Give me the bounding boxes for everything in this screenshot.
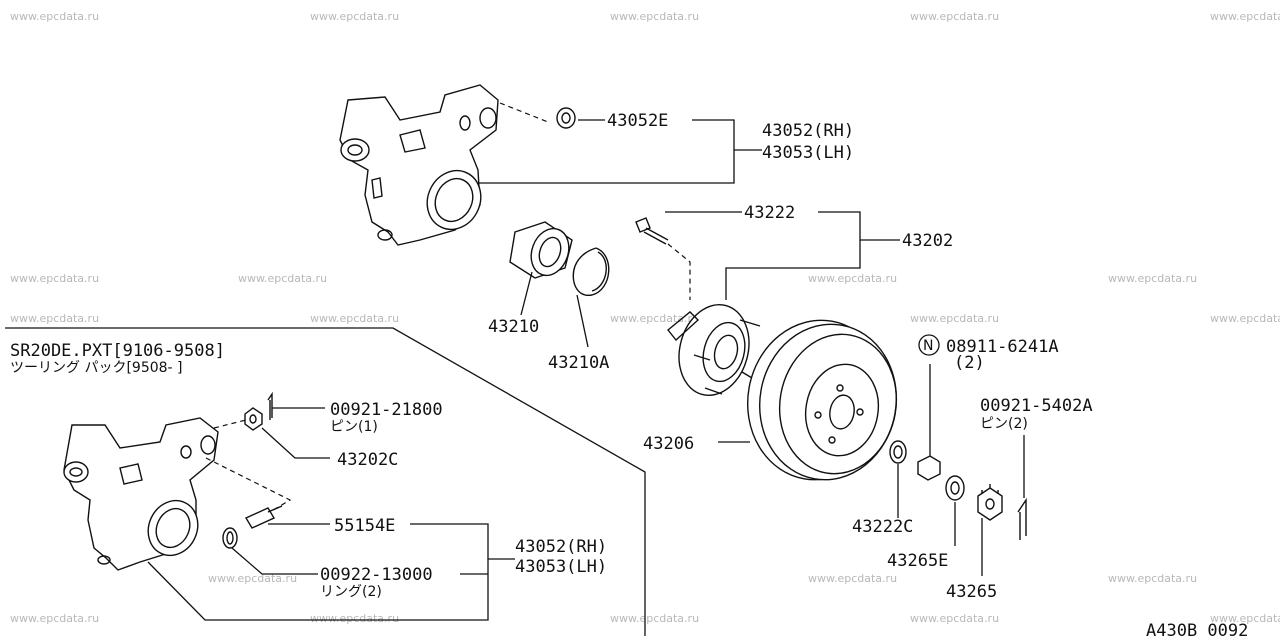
n-mark-circle [918, 334, 940, 356]
leader-line [692, 119, 762, 151]
hub-43202-drawing [667, 304, 761, 396]
leader-line [478, 150, 735, 184]
callout-group-top: 43052E 43052(RH) 43053(LH) [478, 111, 854, 184]
watermark-layer: www.epcdata.ru www.epcdata.ru www.epcdat… [10, 10, 1280, 625]
variant-frame-line [5, 327, 646, 636]
knuckle-top-drawing [339, 84, 499, 246]
part-number-43265[interactable]: 43265 [946, 582, 997, 602]
watermark: www.epcdata.ru [310, 312, 399, 325]
leader-line [147, 559, 489, 621]
ring-00922-13000-drawing [222, 527, 238, 549]
part-number-43052-rh[interactable]: 43052(RH) [762, 121, 854, 141]
variant-header-line2: ツーリング パック[9508- ] [10, 360, 183, 376]
castle-nut-43265-drawing [977, 484, 1003, 521]
watermark: www.epcdata.ru [310, 10, 399, 23]
part-number-43202C[interactable]: 43202C [337, 450, 398, 470]
bushing-43052E-drawing [556, 107, 576, 129]
leader-line [231, 547, 318, 575]
part-number-43053-lh[interactable]: 43053(LH) [762, 143, 854, 163]
part-quantity-08911: (2) [954, 353, 985, 373]
pin-00921-21800-drawing [267, 391, 273, 420]
diagram-code: A430B 0092 [1146, 621, 1248, 640]
watermark: www.epcdata.ru [610, 612, 699, 625]
watermark: www.epcdata.ru [208, 572, 297, 585]
part-number-43052E[interactable]: 43052E [607, 111, 668, 131]
part-name-ring-2: リング(2) [320, 584, 382, 600]
watermark: www.epcdata.ru [310, 612, 399, 625]
part-name-pin-2: ピン(2) [980, 416, 1028, 432]
part-number-43265E[interactable]: 43265E [887, 551, 948, 571]
watermark: www.epcdata.ru [1108, 572, 1197, 585]
leader-line [818, 211, 900, 241]
part-number-43053-lh-bottom[interactable]: 43053(LH) [515, 557, 607, 577]
watermark: www.epcdata.ru [10, 612, 99, 625]
part-name-pin-1: ピン(1) [330, 419, 378, 435]
watermark: www.epcdata.ru [910, 312, 999, 325]
leader-dash [499, 102, 549, 123]
watermark: www.epcdata.ru [808, 272, 897, 285]
part-number-43222C[interactable]: 43222C [852, 517, 913, 537]
n-mark-symbol: N [923, 338, 933, 354]
part-number-00922-13000[interactable]: 00922-13000 [320, 565, 433, 585]
variant-frame [5, 327, 646, 636]
leader-line [520, 271, 533, 316]
watermark: www.epcdata.ru [238, 272, 327, 285]
cotter-pin-00921-5402A-drawing [1017, 497, 1027, 540]
part-number-43222[interactable]: 43222 [744, 203, 795, 223]
part-number-43052-rh-bottom[interactable]: 43052(RH) [515, 537, 607, 557]
part-number-43210A[interactable]: 43210A [548, 353, 609, 373]
watermark: www.epcdata.ru [1210, 10, 1280, 23]
leader-dash [213, 419, 247, 429]
watermark: www.epcdata.ru [610, 10, 699, 23]
watermark: www.epcdata.ru [10, 312, 99, 325]
knuckle-bottom-drawing [63, 417, 219, 571]
part-number-00921-21800[interactable]: 00921-21800 [330, 400, 443, 420]
watermark: www.epcdata.ru [10, 272, 99, 285]
hub-bolt-43222-drawing [635, 217, 669, 245]
watermark: www.epcdata.ru [1210, 312, 1280, 325]
washer-43265E-drawing [945, 475, 965, 501]
bearing-43210-drawing [509, 221, 573, 279]
watermark: www.epcdata.ru [808, 572, 897, 585]
nut-43202C-drawing [244, 407, 263, 431]
part-number-00921-5402A[interactable]: 00921-5402A [980, 396, 1093, 416]
stud-55154E-drawing [244, 505, 283, 529]
variant-header-line1: SR20DE.PXT[9106-9508] [10, 341, 225, 361]
leader-line [576, 294, 589, 348]
part-number-43202[interactable]: 43202 [902, 231, 953, 251]
watermark: www.epcdata.ru [610, 312, 699, 325]
part-number-55154E[interactable]: 55154E [334, 516, 395, 536]
watermark: www.epcdata.ru [10, 10, 99, 23]
leader-line [725, 240, 861, 300]
watermark: www.epcdata.ru [1210, 612, 1280, 625]
washer-43222C-drawing [889, 440, 907, 464]
leader-line [261, 427, 330, 459]
leader-line [410, 523, 515, 560]
leader-dash [667, 243, 691, 300]
leader-dash [205, 457, 292, 513]
part-number-43210[interactable]: 43210 [488, 317, 539, 337]
snap-ring-43210A-drawing [572, 247, 610, 296]
part-number-43206[interactable]: 43206 [643, 434, 694, 454]
nut-08911-drawing [917, 455, 941, 481]
watermark: www.epcdata.ru [1108, 272, 1197, 285]
watermark: www.epcdata.ru [910, 612, 999, 625]
watermark: www.epcdata.ru [910, 10, 999, 23]
part-number-08911-6241A[interactable]: 08911-6241A [946, 337, 1059, 357]
brake-drum-43206-drawing [746, 319, 898, 481]
